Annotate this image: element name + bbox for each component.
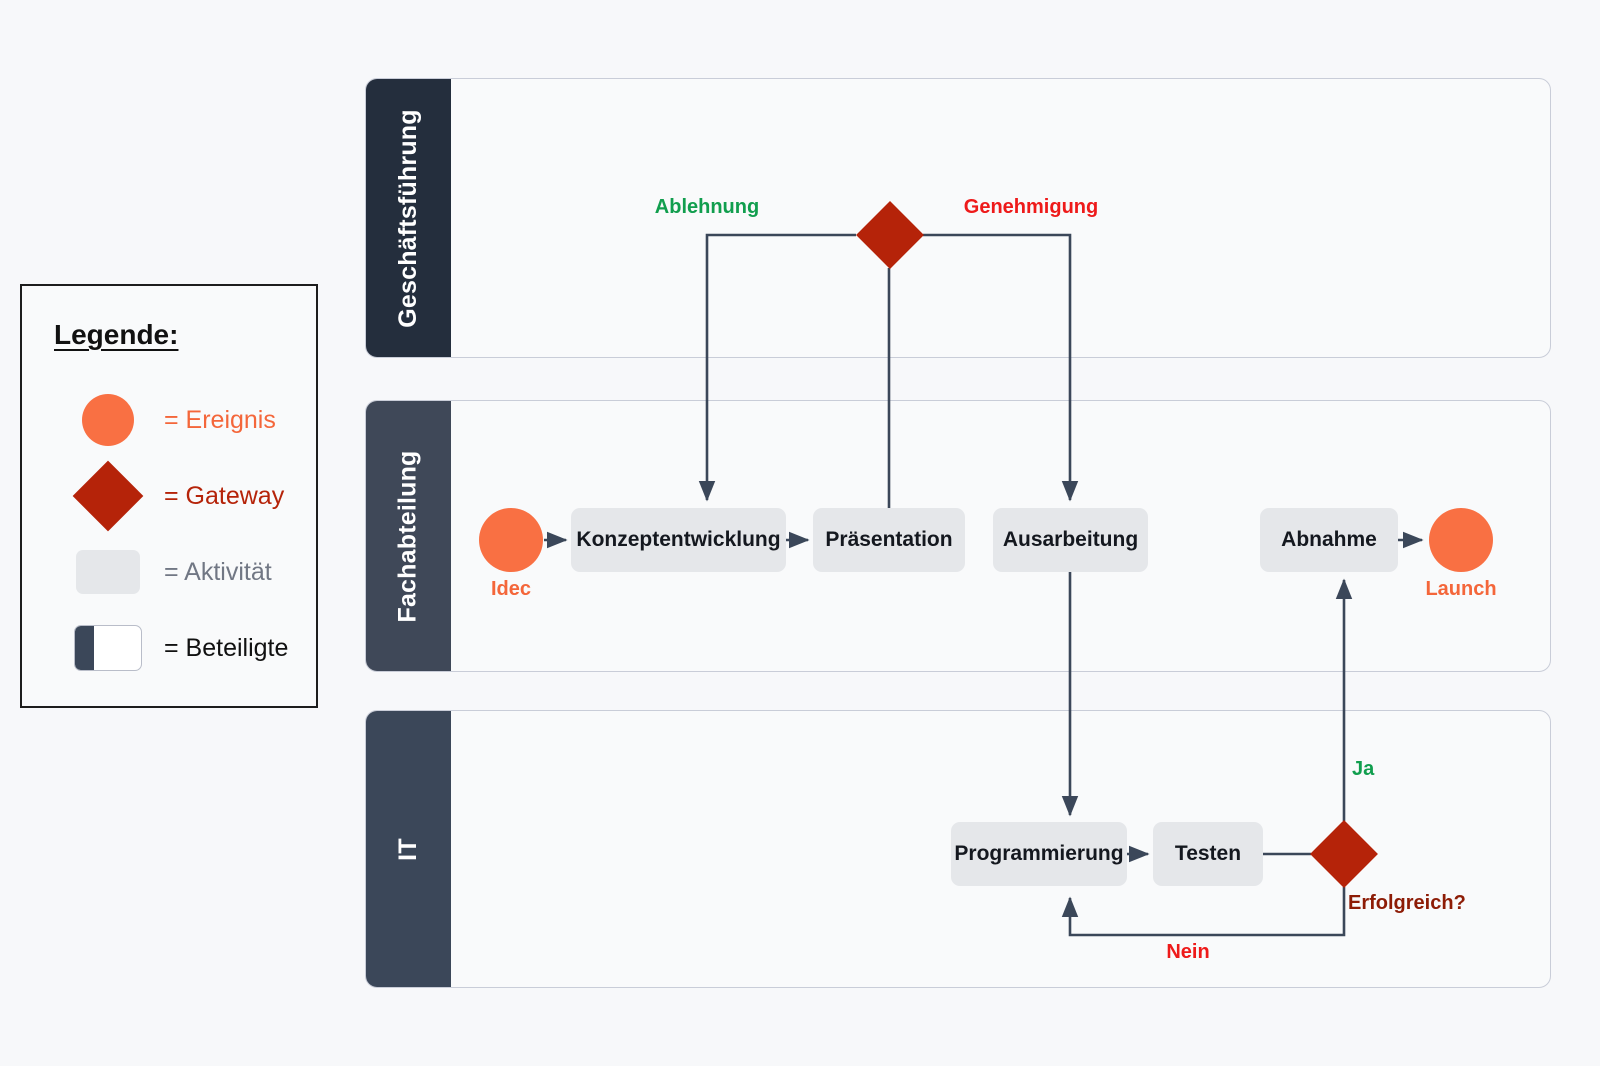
- event-circle-icon: [72, 384, 144, 456]
- swimlane-header-geschaeftsfuehrung: Geschäftsführung: [366, 79, 451, 357]
- legend-title: Legende:: [54, 319, 179, 350]
- swimlane-label-it: IT: [394, 837, 422, 861]
- legend-item-aktivitaet: = Aktivität: [22, 536, 320, 608]
- activity-testen[interactable]: Testen: [1153, 822, 1263, 886]
- legend-label-gateway: = Gateway: [164, 481, 285, 510]
- event-start-idec[interactable]: [479, 508, 543, 572]
- flow-label-nein: Nein: [1166, 941, 1210, 963]
- activity-ausarbeitung[interactable]: Ausarbeitung: [993, 508, 1148, 572]
- event-label-idec: Idec: [490, 578, 532, 600]
- gateway-diamond-icon: [72, 460, 144, 532]
- swimlane-label-fachabteilung: Fachabteilung: [394, 449, 422, 623]
- event-label-launch: Launch: [1425, 578, 1497, 600]
- flow-label-ja: Ja: [1352, 758, 1375, 780]
- legend-label-ereignis: = Ereignis: [164, 405, 276, 434]
- flow-label-ablehnung: Ablehnung: [654, 196, 760, 218]
- gateway-genehmigung[interactable]: [856, 201, 924, 269]
- activity-programmierung[interactable]: Programmierung: [951, 822, 1127, 886]
- activity-abnahme[interactable]: Abnahme: [1260, 508, 1398, 572]
- swimlane-header-it: IT: [366, 711, 451, 987]
- legend-item-gateway: = Gateway: [22, 460, 320, 532]
- gateway-erfolgreich[interactable]: [1310, 820, 1378, 888]
- legend-box: Legende: = Ereignis = Gateway = Aktivitä…: [20, 284, 318, 708]
- swimlane-header-fachabteilung: Fachabteilung: [366, 401, 451, 671]
- flow-label-genehmigung: Genehmigung: [963, 196, 1099, 218]
- activity-box-icon: [72, 536, 144, 608]
- legend-item-ereignis: = Ereignis: [22, 384, 320, 456]
- swimlane-label-geschaeftsfuehrung: Geschäftsführung: [394, 108, 422, 328]
- activity-konzeptentwicklung[interactable]: Konzeptentwicklung: [571, 508, 786, 572]
- gateway-diamond-icon: [856, 201, 924, 269]
- gateway-label-erfolgreich: Erfolgreich?: [1348, 892, 1466, 914]
- event-end-launch[interactable]: [1429, 508, 1493, 572]
- legend-label-aktivitaet: = Aktivität: [164, 557, 272, 586]
- participant-lane-icon: [72, 612, 144, 684]
- swimlane-geschaeftsfuehrung: Geschäftsführung: [365, 78, 1551, 358]
- activity-praesentation[interactable]: Präsentation: [813, 508, 965, 572]
- gateway-diamond-icon: [1310, 820, 1378, 888]
- legend-item-beteiligte: = Beteiligte: [22, 612, 320, 684]
- legend-label-beteiligte: = Beteiligte: [164, 633, 289, 662]
